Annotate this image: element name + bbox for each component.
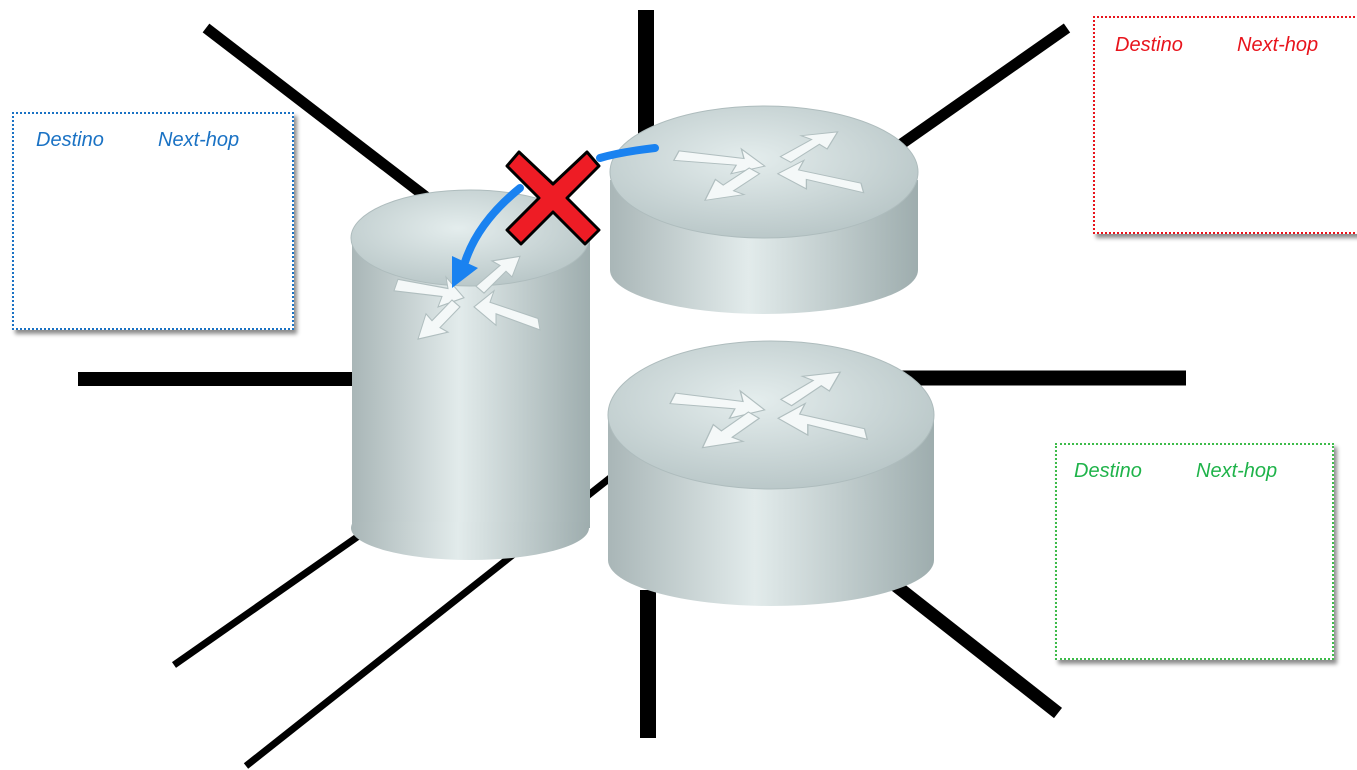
link-line	[895, 585, 1058, 713]
nexthop-header: Next-hop	[1237, 34, 1318, 57]
link-line	[900, 28, 1067, 145]
routing-table-red: Destino Next-hop	[1093, 16, 1357, 234]
destination-header: Destino	[36, 129, 104, 152]
router-icon[interactable]	[610, 106, 918, 314]
routing-table-green: Destino Next-hop	[1055, 443, 1334, 660]
router-icon[interactable]	[608, 341, 934, 606]
destination-header: Destino	[1115, 34, 1183, 57]
destination-header: Destino	[1074, 460, 1142, 483]
nexthop-header: Next-hop	[1196, 460, 1277, 483]
routing-table-blue: Destino Next-hop	[12, 112, 294, 330]
nexthop-header: Next-hop	[158, 129, 239, 152]
